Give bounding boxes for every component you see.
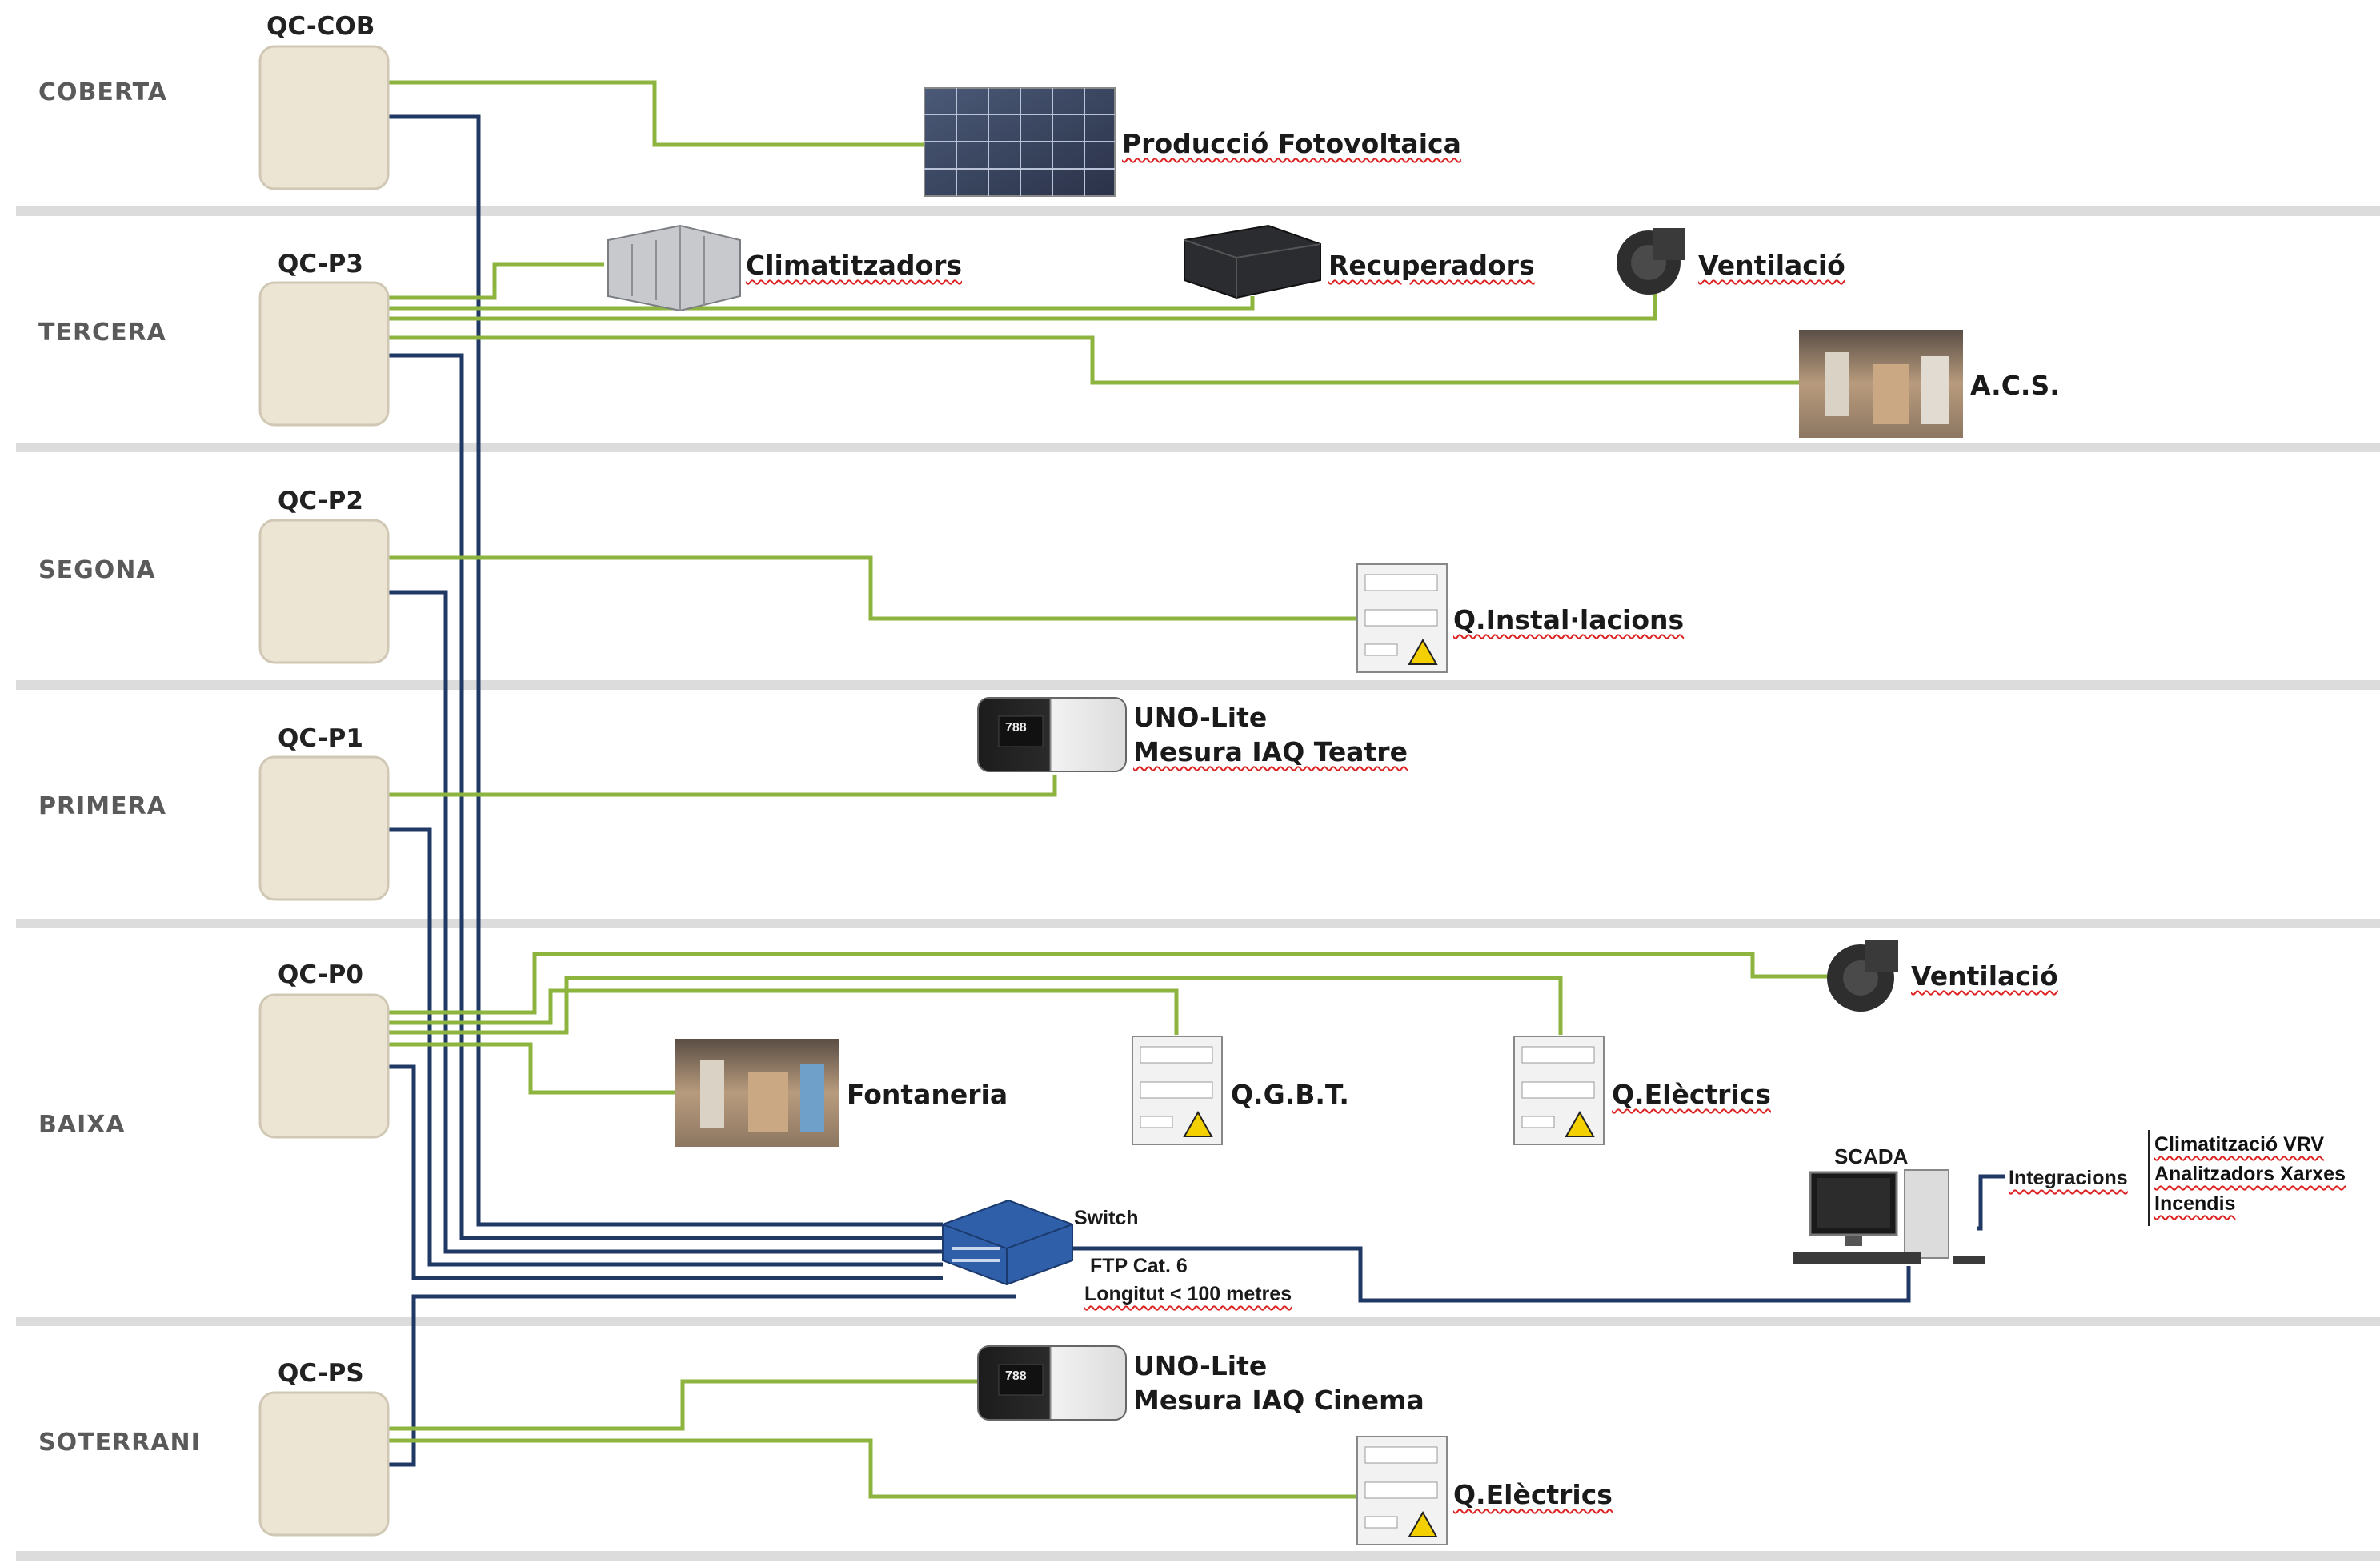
panel-label-qc-p2: QC-P2 bbox=[278, 487, 363, 515]
separator bbox=[16, 206, 2380, 216]
display-value-2: 788 bbox=[1005, 1369, 1027, 1383]
floor-label-coberta: COBERTA bbox=[38, 78, 167, 106]
cabinet-electrics-p0 bbox=[1513, 1036, 1605, 1145]
panel-label-qc-p1: QC-P1 bbox=[278, 724, 363, 753]
panel-qc-p3 bbox=[258, 281, 390, 427]
link-recuperadors bbox=[388, 296, 1255, 311]
label-qgbt: Q.G.B.T. bbox=[1231, 1079, 1349, 1110]
label-uno-lite-1: UNO-Lite bbox=[1133, 702, 1268, 733]
label-ventilacio-p3: Ventilació bbox=[1698, 250, 1845, 281]
link-electrics-ps bbox=[388, 1438, 1357, 1499]
panel-qc-p2 bbox=[258, 519, 390, 664]
label-electrics-p0: Q.Elèctrics bbox=[1612, 1079, 1771, 1110]
label-switch: Switch bbox=[1074, 1207, 1139, 1229]
integration-item-incendis: Incendis bbox=[2154, 1192, 2236, 1215]
panel-qc-cob bbox=[258, 45, 390, 190]
ahu-image bbox=[607, 224, 741, 312]
display-value-1: 788 bbox=[1005, 721, 1027, 735]
panel-label-qc-p3: QC-P3 bbox=[278, 250, 363, 279]
network-switch-image bbox=[942, 1199, 1073, 1286]
cabinet-qgbt bbox=[1132, 1036, 1223, 1145]
cable-qc-p0 bbox=[388, 1064, 943, 1280]
network-cables bbox=[388, 114, 2005, 1467]
label-instal-lacions: Q.Instal·lacions bbox=[1453, 604, 1685, 635]
fan-image bbox=[1827, 940, 1898, 1012]
floor-label-tercera: TERCERA bbox=[38, 319, 166, 347]
integration-item-vrv: Climatització VRV bbox=[2154, 1133, 2325, 1156]
link-fotovoltaica bbox=[388, 80, 927, 147]
separator bbox=[16, 919, 2380, 928]
panel-qc-p0 bbox=[258, 993, 390, 1139]
label-scada: SCADA bbox=[1834, 1144, 1909, 1168]
label-integracions: Integracions bbox=[2009, 1167, 2128, 1189]
link-climatitzadors bbox=[388, 262, 604, 300]
separator bbox=[16, 1317, 2380, 1326]
label-climatitzadors: Climatitzadors bbox=[746, 250, 963, 281]
uno-lite-device-1 bbox=[977, 697, 1127, 772]
floor-label-baixa: BAIXA bbox=[38, 1111, 126, 1139]
floor-label-segona: SEGONA bbox=[38, 556, 156, 584]
panel-qc-p1 bbox=[258, 755, 390, 901]
label-acs: A.C.S. bbox=[1970, 370, 2060, 401]
link-iaq-cinema bbox=[388, 1379, 983, 1431]
acs-room-image bbox=[1799, 330, 1963, 438]
link-acs bbox=[388, 335, 1799, 385]
label-electrics-ps: Q.Elèctrics bbox=[1453, 1479, 1613, 1510]
panels bbox=[258, 45, 390, 1537]
solar-panel-image bbox=[924, 87, 1116, 197]
cable-qc-ps bbox=[388, 1294, 1016, 1467]
floor-label-soterrani: SOTERRANI bbox=[38, 1429, 201, 1457]
cable-qc-p2 bbox=[388, 590, 943, 1254]
panel-label-qc-ps: QC-PS bbox=[278, 1359, 364, 1388]
recuperator-image bbox=[1184, 224, 1321, 299]
label-iaq-teatre: Mesura IAQ Teatre bbox=[1133, 736, 1408, 767]
separator bbox=[16, 680, 2380, 690]
fontaneria-room-image bbox=[675, 1039, 839, 1147]
label-uno-lite-2: UNO-Lite bbox=[1133, 1350, 1268, 1381]
fan-image bbox=[1617, 228, 1685, 295]
cable-integracions bbox=[1977, 1174, 2005, 1231]
panel-label-qc-cob: QC-COB bbox=[266, 12, 375, 41]
cable-qc-cob bbox=[388, 114, 943, 1227]
label-fotovoltaica: Producció Fotovoltaica bbox=[1122, 128, 1461, 159]
separator bbox=[16, 443, 2380, 452]
panel-qc-ps bbox=[258, 1391, 390, 1537]
link-electrics-p0 bbox=[388, 976, 1563, 1035]
label-cable-length: Longitut < 100 metres bbox=[1084, 1283, 1292, 1305]
cabinet-instal-lacions bbox=[1356, 563, 1448, 673]
link-iaq-teatre bbox=[388, 775, 1057, 797]
link-instal-lacions bbox=[388, 555, 1357, 621]
separator bbox=[16, 1551, 2380, 1561]
link-ventilacio-p0 bbox=[388, 952, 1829, 1015]
floor-label-primera: PRIMERA bbox=[38, 792, 166, 820]
cable-switch-scada bbox=[1024, 1246, 1911, 1303]
integrations-list: Climatització VRV Analitzadors Xarxes In… bbox=[2148, 1130, 2370, 1226]
floor-separators bbox=[16, 206, 2380, 1561]
uno-lite-device-2 bbox=[977, 1345, 1127, 1421]
link-qgbt bbox=[388, 988, 1179, 1035]
integration-item-xarxes: Analitzadors Xarxes bbox=[2154, 1163, 2346, 1185]
cabinet-electrics-ps bbox=[1356, 1436, 1448, 1545]
link-fontaneria bbox=[388, 1042, 675, 1095]
label-recuperadors: Recuperadors bbox=[1328, 250, 1535, 281]
cable-qc-p1 bbox=[388, 827, 943, 1267]
label-cable-type: FTP Cat. 6 bbox=[1090, 1255, 1188, 1277]
scada-computer-image bbox=[1793, 1169, 1985, 1264]
panel-label-qc-p0: QC-P0 bbox=[278, 960, 363, 989]
label-ventilacio-p0: Ventilació bbox=[1911, 960, 2058, 992]
label-fontaneria: Fontaneria bbox=[847, 1079, 1008, 1110]
label-iaq-cinema: Mesura IAQ Cinema bbox=[1133, 1385, 1424, 1416]
